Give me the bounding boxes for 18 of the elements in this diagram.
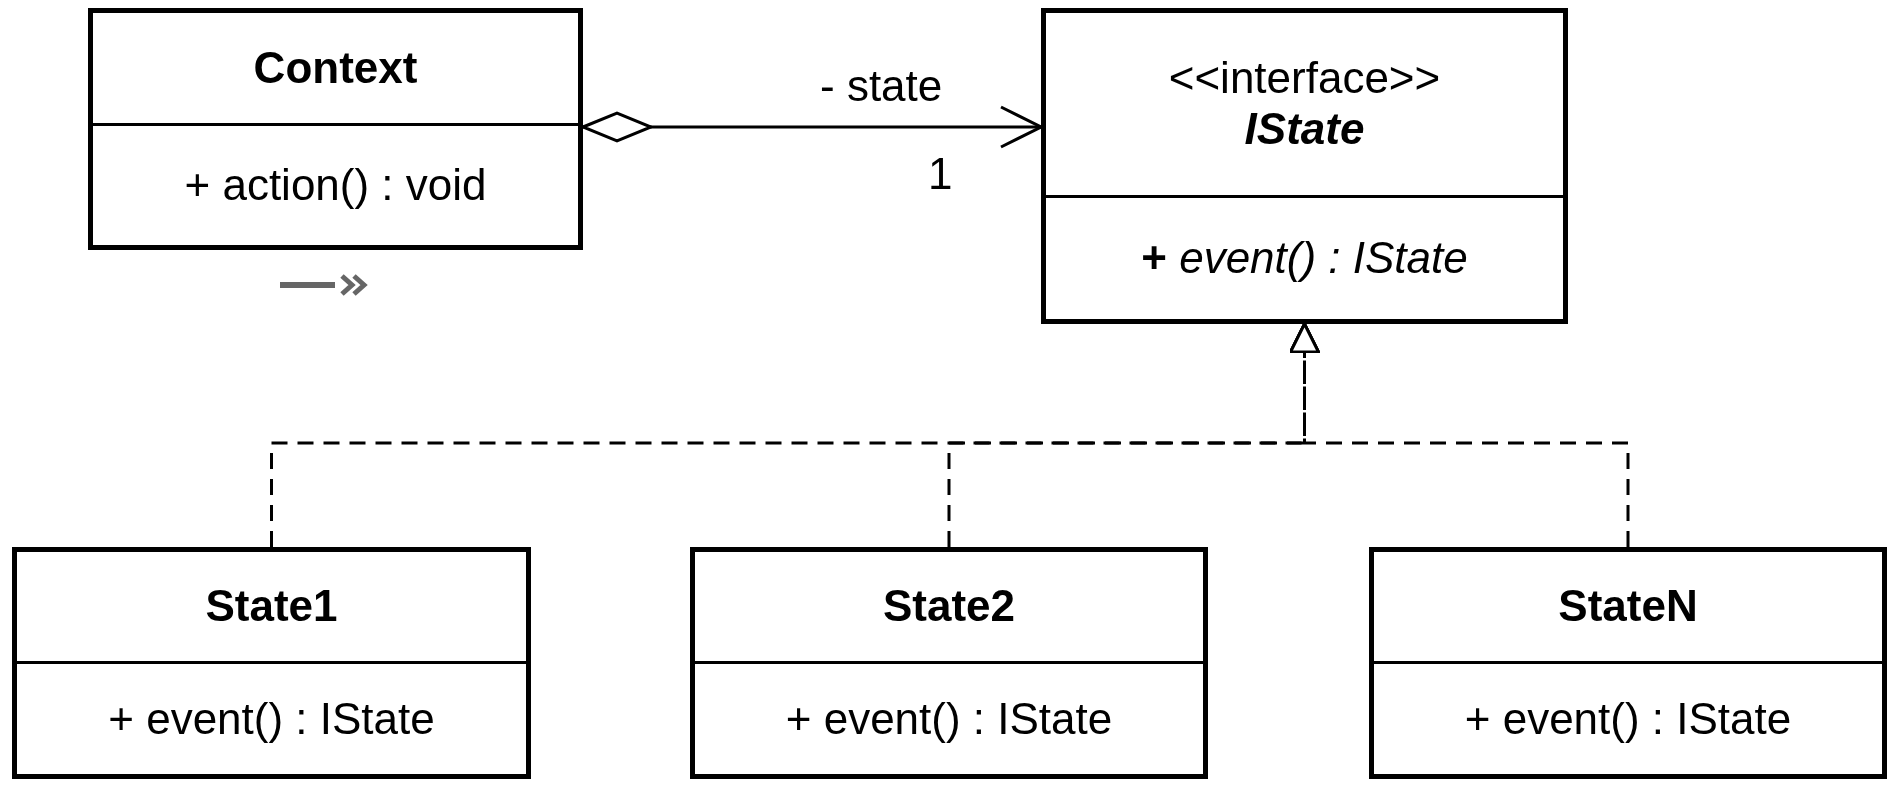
- class-name: State2: [882, 581, 1016, 632]
- method-signature: + event() : IState: [108, 693, 435, 745]
- class-name: StateN: [1558, 581, 1698, 632]
- stereotype: <<interface>>: [1168, 53, 1441, 104]
- class-box: [1369, 547, 1887, 779]
- method-signature: + event() : IState: [1464, 693, 1792, 745]
- class-name: Context: [253, 42, 418, 94]
- realization-arrow: [1289, 322, 1630, 547]
- class-box: [88, 8, 583, 250]
- interface-box: [1041, 8, 1568, 324]
- method-signature: + event() : IState: [785, 693, 1113, 745]
- interface-name: IState: [1244, 104, 1365, 155]
- class-box: [690, 547, 1208, 779]
- class-name: State1: [205, 581, 338, 632]
- method-signature: + event() : IState: [1141, 233, 1468, 284]
- method-signature: + action() : void: [184, 160, 487, 211]
- class-box: [12, 547, 531, 779]
- aggregation-arrow: [581, 105, 1043, 149]
